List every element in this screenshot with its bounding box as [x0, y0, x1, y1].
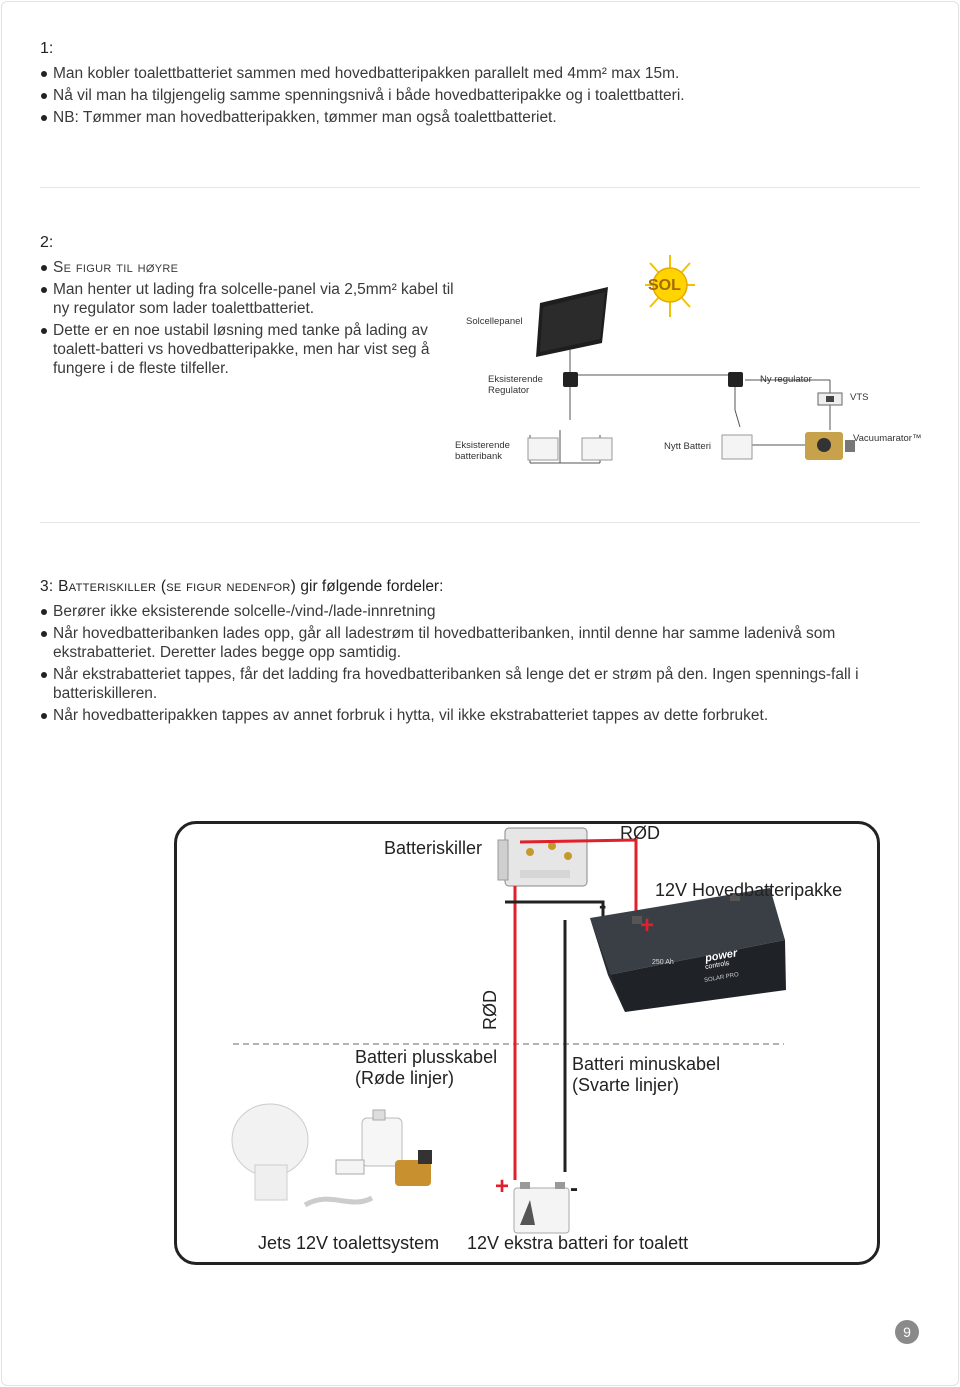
minus-terminal-bottom: - [570, 1175, 578, 1202]
solar-panel-label: Solcellepanel [466, 316, 523, 327]
existing-regulator-label-line: Eksisterende [488, 374, 543, 385]
section-1-heading: 1: [40, 40, 54, 57]
vts-icon [817, 392, 843, 406]
existing-regulator-label: Eksisterende Regulator [488, 374, 543, 396]
solar-panel-icon [536, 287, 608, 357]
battery-separator-figure [174, 821, 880, 1265]
section-3: 3: Batteriskiller (se figur nedenfor) gi… [40, 578, 920, 728]
vacuumarator-icon [805, 432, 855, 460]
bullet-item: Når hovedbatteribanken lades opp, går al… [40, 624, 920, 662]
section-3-heading-bold: 3: Batteriskiller (se figur nedenfor) [40, 578, 297, 595]
bullet-item: Man henter ut lading fra solcelle-panel … [40, 280, 460, 318]
red-top-label: RØD [620, 823, 660, 843]
water-tank-icon [361, 1109, 403, 1167]
existing-battery-bank-label: Eksisterende batteribank [455, 440, 510, 462]
divider [40, 522, 920, 523]
red-vertical-label: RØD [480, 990, 500, 1030]
main-battery-icon [590, 888, 786, 1012]
bullet-item: NB: Tømmer man hovedbatteripakken, tømme… [40, 108, 920, 127]
solar-wiring-diagram: SOL Solcellepanel Eksisterende Regulator… [450, 245, 922, 485]
toilet-icon [231, 1103, 309, 1201]
main-battery-pack-label: 12V Hovedbatteripakke [655, 880, 843, 900]
vts-label: VTS [850, 392, 869, 403]
divider [40, 187, 920, 188]
existing-regulator-label-line: Regulator [488, 385, 530, 396]
bullet-item: Når hovedbatteripakken tappes av annet f… [40, 706, 920, 725]
new-regulator-icon [728, 372, 743, 387]
vacuumarator-label: Vacuumarator™ [853, 433, 922, 444]
sun-label: SOL [648, 277, 681, 294]
section-3-heading-rest: gir følgende fordeler: [296, 578, 444, 595]
plus-terminal-bottom: + [495, 1173, 510, 1200]
minus-cable-label: Batteri minuskabel (Svarte linjer) [572, 1054, 720, 1096]
minus-cable-label-line: Batteri minuskabel [572, 1054, 721, 1074]
sun-icon [645, 255, 695, 317]
section-1: 1: Man kobler toalettbatteriet sammen me… [40, 40, 920, 130]
extra-battery-label: 12V ekstra batteri for toalett [467, 1233, 689, 1253]
bullet-item: Når ekstrabatteriet tappes, får det ladd… [40, 665, 920, 703]
battery-capacity-label: 250 Ah [652, 959, 674, 966]
new-regulator-label: Ny regulator [760, 374, 812, 385]
section-1-list: Man kobler toalettbatteriet sammen med h… [40, 64, 920, 127]
existing-bank-label-line: batteribank [455, 451, 503, 462]
new-battery-icon [721, 434, 753, 460]
pump-icon [395, 1150, 432, 1186]
bullet-item: Dette er en noe ustabil løsning med tank… [40, 321, 460, 378]
section-3-list: Berører ikke eksisterende solcelle-/vind… [40, 602, 920, 725]
minus-terminal-top: - [599, 893, 607, 918]
existing-regulator-icon [563, 372, 578, 387]
solar-wiring-svg [527, 255, 855, 464]
plus-cable-label-line: (Røde linjer) [355, 1068, 455, 1088]
bullet-item: Nå vil man ha tilgjengelig samme spennin… [40, 86, 920, 105]
black-minus-wires [505, 900, 605, 1172]
red-plus-wires [513, 838, 638, 1180]
hose-icon [303, 1195, 374, 1208]
toilet-system-label: Jets 12V toalettsystem [258, 1233, 440, 1253]
batteriskiller-label: Batteriskiller [384, 838, 483, 858]
existing-bank-label-line: Eksisterende [455, 440, 510, 451]
extra-battery-icon [513, 1182, 570, 1234]
bullet-item: Se figur til høyre [40, 258, 460, 277]
section-2-list: Se figur til høyre Man henter ut lading … [40, 258, 460, 378]
minus-cable-label-line: (Svarte linjer) [572, 1075, 680, 1095]
bullet-item: Berører ikke eksisterende solcelle-/vind… [40, 602, 920, 621]
control-panel-icon [335, 1159, 365, 1175]
plus-terminal-top: + [640, 912, 655, 939]
batteriskiller-device-icon [497, 827, 588, 887]
plus-cable-label: Batteri plusskabel (Røde linjer) [355, 1047, 497, 1089]
plus-cable-label-line: Batteri plusskabel [355, 1047, 498, 1067]
new-battery-label: Nytt Batteri [664, 441, 711, 452]
bullet-item: Man kobler toalettbatteriet sammen med h… [40, 64, 920, 83]
section-3-heading: 3: Batteriskiller (se figur nedenfor) gi… [40, 578, 920, 596]
existing-battery-bank-icon [527, 437, 613, 461]
section-2-heading: 2: [40, 234, 54, 251]
section-2: 2: Se figur til høyre Man henter ut ladi… [40, 234, 460, 381]
page-number: 9 [895, 1320, 919, 1344]
